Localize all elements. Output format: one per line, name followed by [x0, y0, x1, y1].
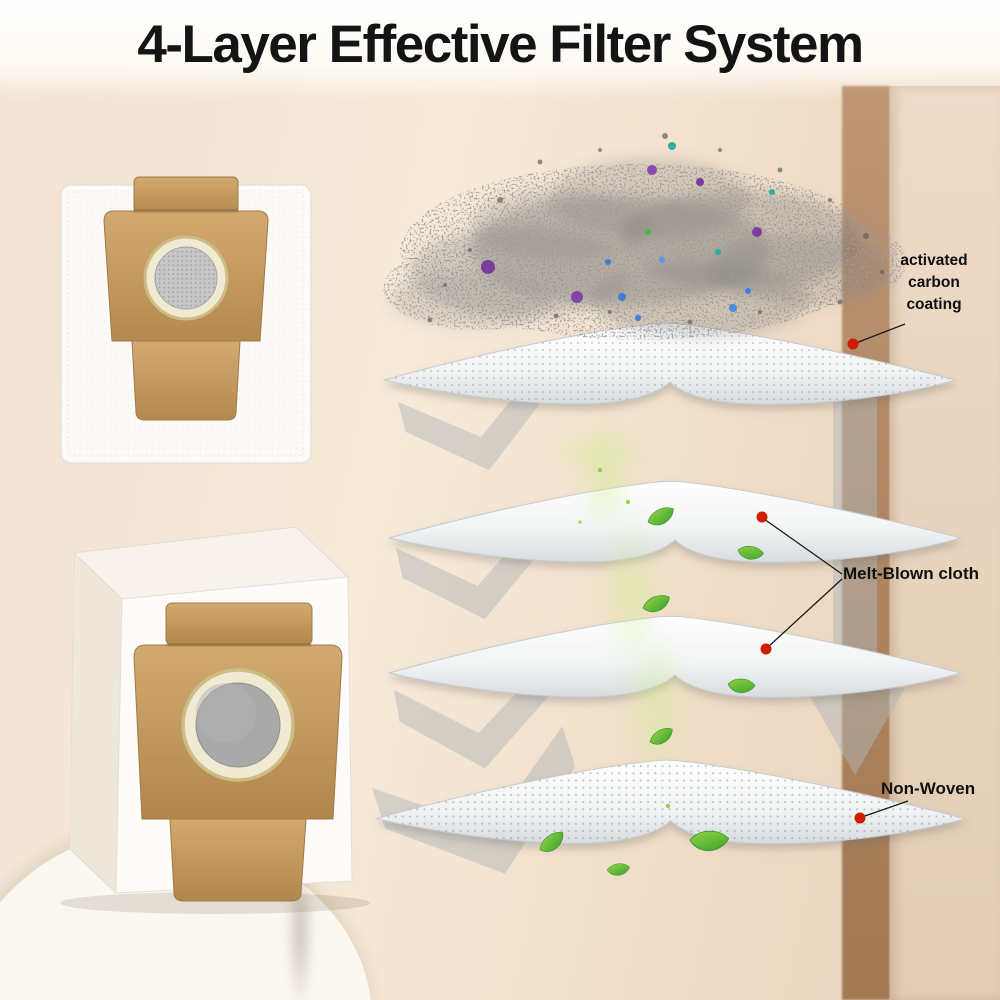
allergen-particles	[481, 142, 775, 321]
bag-left-face	[69, 551, 123, 895]
background-wall-stripe	[842, 86, 890, 1000]
bag-collar	[103, 176, 269, 421]
dust-bag-box-illustration	[60, 526, 370, 914]
bag-collar	[133, 602, 343, 902]
dust-specks	[427, 133, 884, 325]
clean-air-glow	[548, 420, 689, 784]
dust-bag-flat-illustration	[60, 176, 312, 464]
leaf-icons	[535, 467, 766, 877]
background-top-band	[0, 0, 1000, 100]
dust-cloud	[383, 133, 907, 340]
label-activated-carbon-coating: activated carbon coating	[900, 252, 968, 313]
label-melt-blown-cloth: Melt-Blown cloth	[843, 564, 979, 583]
background-right-panel	[890, 86, 1000, 1000]
airflow-arrow-icons	[372, 367, 905, 905]
label-non-woven: Non-Woven	[881, 779, 976, 798]
page-title: 4-Layer Effective Filter System	[137, 15, 864, 74]
